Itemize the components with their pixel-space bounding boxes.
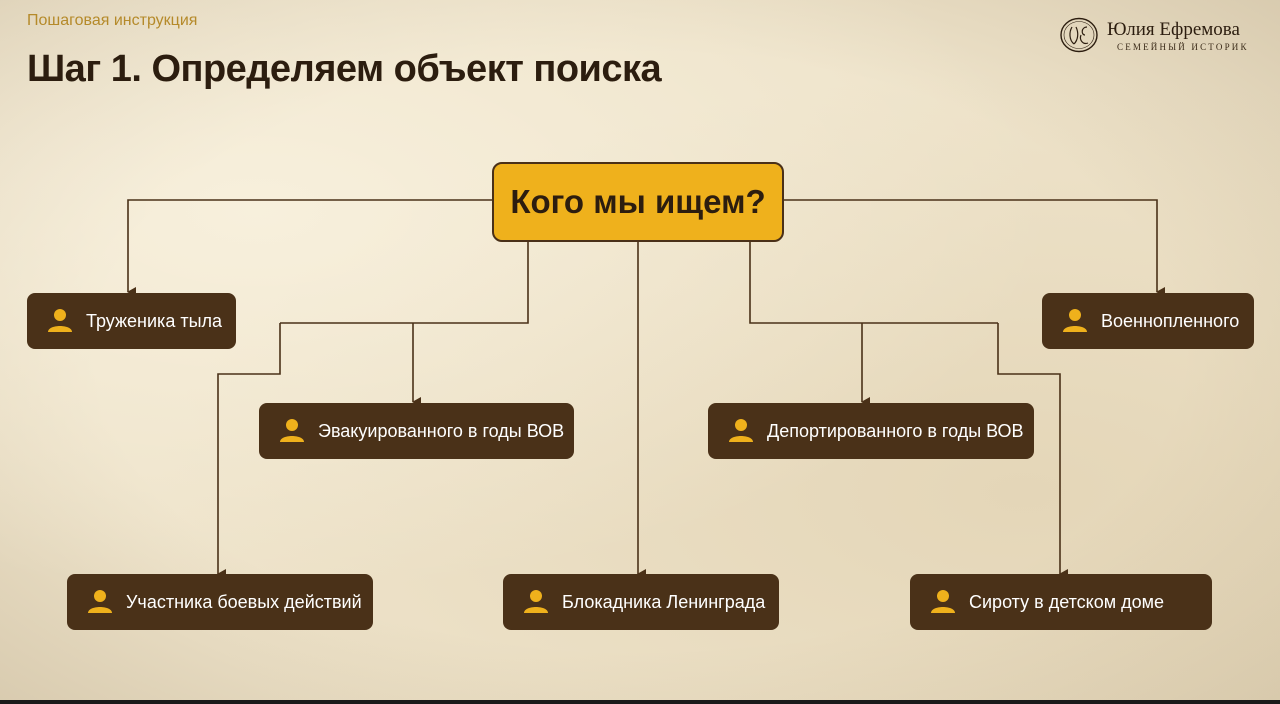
person-icon	[280, 419, 304, 442]
person-icon	[88, 590, 112, 613]
connector-orphan	[997, 323, 1068, 579]
connector-home-front	[127, 199, 492, 297]
person-icon	[524, 590, 548, 613]
connector-pow	[784, 199, 1165, 297]
node-label: Депортированного в годы ВОВ	[767, 420, 1024, 441]
logo-name: Юлия Ефремова	[1107, 19, 1240, 40]
monogram-icon	[1060, 17, 1098, 53]
node-orphan: Сироту в детском доме	[910, 574, 1212, 630]
node-combatant: Участника боевых действий	[67, 574, 373, 630]
node-evacuee: Эвакуированного в годы ВОВ	[259, 403, 574, 459]
connector-right-trunk	[749, 242, 998, 324]
node-label: Военнопленного	[1101, 310, 1240, 331]
slide-subtitle: Пошаговая инструкция	[27, 12, 198, 29]
brand-logo: Юлия Ефремова СЕМЕЙНЫЙ ИСТОРИК	[1059, 16, 1259, 56]
person-icon	[931, 590, 955, 613]
node-deportee: Депортированного в годы ВОВ	[708, 403, 1034, 459]
person-icon	[48, 309, 72, 332]
center-question-label: Кого мы ищем?	[510, 183, 766, 220]
node-home-front: Труженика тыла	[27, 293, 236, 349]
connector-combatant	[217, 323, 281, 579]
node-label: Эвакуированного в годы ВОВ	[318, 420, 565, 441]
node-label: Труженика тыла	[86, 310, 223, 331]
center-question-node: Кого мы ищем?	[492, 162, 784, 242]
node-label: Сироту в детском доме	[969, 591, 1165, 612]
node-label: Блокадника Ленинграда	[562, 591, 766, 612]
node-pow: Военнопленного	[1042, 293, 1254, 349]
slide-title: Шаг 1. Определяем объект поиска	[27, 48, 662, 90]
person-icon	[1063, 309, 1087, 332]
node-blockade: Блокадника Ленинграда	[503, 574, 779, 630]
logo-tagline: СЕМЕЙНЫЙ ИСТОРИК	[1117, 42, 1249, 52]
connector-left-trunk	[280, 242, 529, 324]
node-label: Участника боевых действий	[126, 591, 362, 612]
bottom-edge	[0, 700, 1280, 704]
person-icon	[729, 419, 753, 442]
